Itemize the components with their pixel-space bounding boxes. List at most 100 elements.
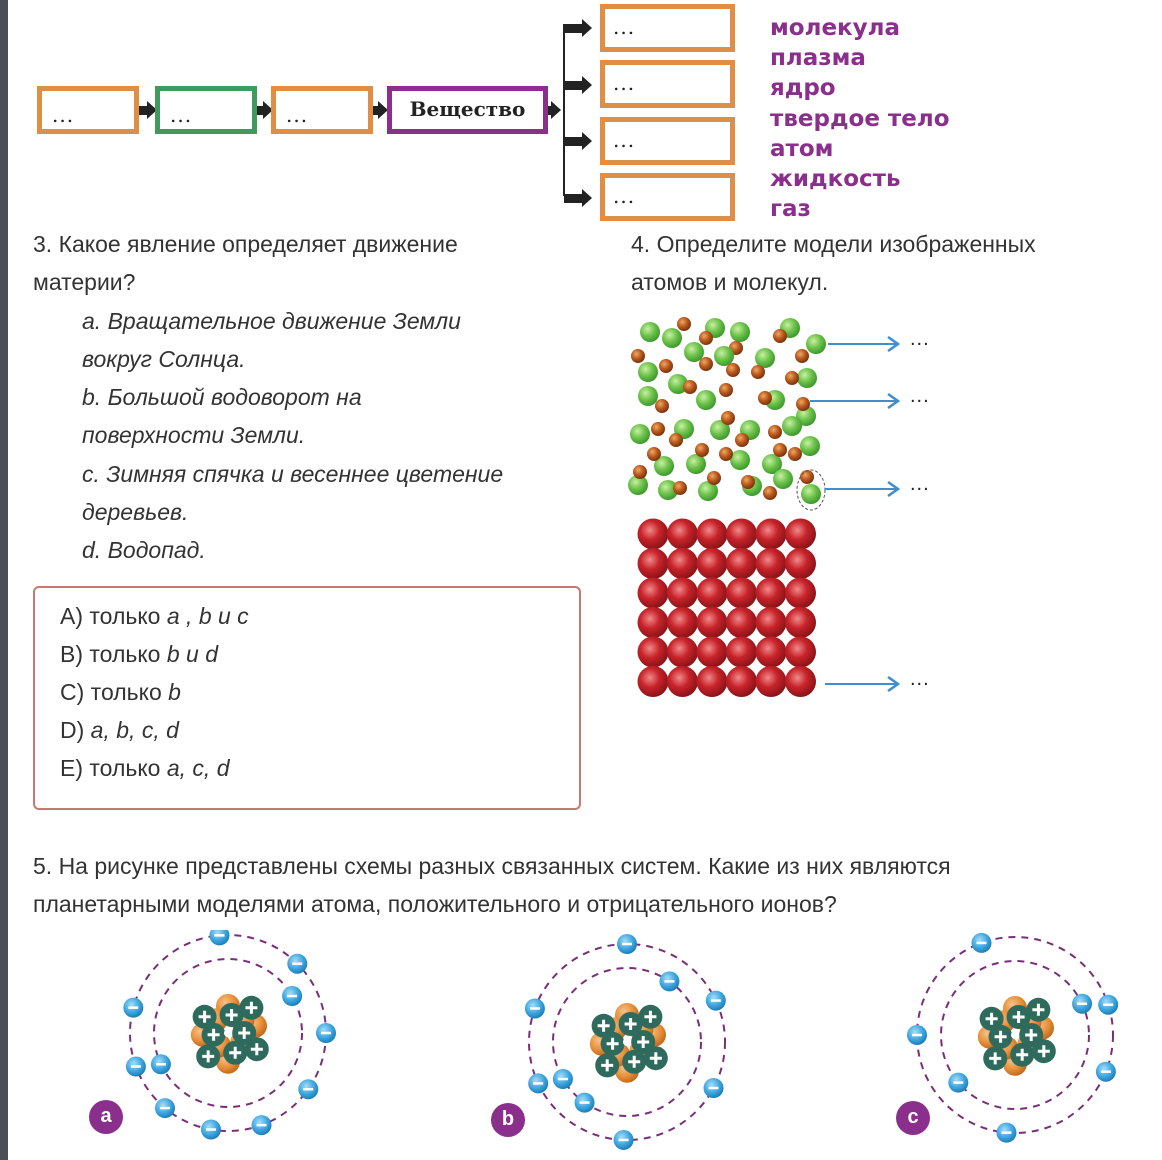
red-atom <box>755 548 787 579</box>
green-atom <box>710 420 730 440</box>
red-atom <box>667 607 698 638</box>
green-atom <box>630 424 650 444</box>
red-atom <box>726 577 757 609</box>
plus-icon <box>994 1030 1007 1043</box>
gas-molecules-group <box>628 317 826 504</box>
plus-icon <box>1025 1029 1038 1041</box>
arrow-right-icon <box>582 19 592 37</box>
green-atom <box>638 386 658 406</box>
plus-icon <box>649 1052 662 1065</box>
answer-vars: a, c, d <box>166 755 230 781</box>
pointer-arrows <box>810 335 901 693</box>
answer-choice-c[interactable]: C) только b <box>60 677 181 707</box>
chain-box-1: ... <box>37 86 139 134</box>
red-atom <box>755 518 787 550</box>
pointer-label-2: ... <box>910 385 930 407</box>
plus-icon <box>1032 1003 1045 1016</box>
answer-choices-box: A) только a , b и c B) только b и d C) т… <box>33 586 581 810</box>
green-atom <box>662 328 682 348</box>
brown-atom <box>726 363 740 377</box>
pointer-label-4: ... <box>910 668 930 690</box>
branch-line <box>563 24 565 196</box>
pointer-arrowhead-icon <box>887 675 901 693</box>
brown-atom <box>669 433 683 447</box>
plus-icon <box>250 1043 263 1056</box>
plus-icon <box>1016 1048 1029 1061</box>
branch-box-label: ... <box>613 128 636 152</box>
green-atom <box>800 436 820 456</box>
brown-atom <box>800 470 814 484</box>
question-5-title-line1: 5. На рисунке представлены схемы разных … <box>33 853 951 879</box>
electron <box>209 930 230 946</box>
brown-atom <box>763 486 777 500</box>
red-atom <box>696 607 728 638</box>
atom-models-figure <box>123 930 1119 1150</box>
answer-choice-b[interactable]: B) только b и d <box>60 639 218 669</box>
red-atom <box>696 666 728 697</box>
arrow-right-icon <box>378 101 388 119</box>
answer-prefix: только <box>89 603 161 629</box>
green-atom <box>782 416 802 436</box>
green-atom <box>640 322 660 342</box>
arrow-right-icon <box>582 76 592 94</box>
red-atom <box>755 636 787 668</box>
branch-box-3: ... <box>600 117 735 165</box>
brown-atom <box>651 422 665 436</box>
brown-atom <box>647 447 661 461</box>
red-atom <box>667 518 698 550</box>
red-atom <box>696 636 728 668</box>
answer-key: C) <box>60 679 85 705</box>
answer-key: D) <box>60 717 85 743</box>
outer-orbit <box>916 936 1114 1134</box>
brown-atom <box>677 317 691 331</box>
green-atom <box>638 362 658 382</box>
green-atom <box>668 374 688 394</box>
plus-icon <box>624 1018 637 1030</box>
answer-choice-e[interactable]: E) только a, c, d <box>60 753 230 783</box>
nucleus-center <box>623 1038 631 1046</box>
plus-icon <box>601 1059 614 1072</box>
plus-icon <box>989 1052 1002 1065</box>
answer-vars: a , b и c <box>166 603 249 629</box>
red-atom <box>667 666 698 697</box>
branch-box-label: ... <box>613 15 636 39</box>
plus-icon <box>1012 1011 1025 1023</box>
red-atom <box>667 636 698 668</box>
nucleus <box>589 1003 668 1083</box>
red-atom <box>637 666 669 697</box>
chain-box-label: ... <box>286 103 309 127</box>
option-text: Водопад. <box>107 537 206 563</box>
red-atom <box>726 607 757 638</box>
atom-model-c <box>907 932 1119 1143</box>
brown-atom <box>773 443 787 457</box>
plus-icon <box>1037 1045 1050 1058</box>
red-atom <box>785 607 816 638</box>
plus-icon <box>637 1036 650 1048</box>
red-atom <box>696 548 728 579</box>
answer-key: A) <box>60 603 83 629</box>
arrow-right-icon <box>582 132 592 150</box>
arrow-right-icon <box>582 189 592 207</box>
option-text: Большой водоворот на <box>107 384 362 410</box>
red-atom <box>637 636 669 668</box>
answer-vars: b <box>168 679 181 705</box>
green-atom <box>796 406 816 426</box>
red-atom <box>637 548 669 579</box>
nucleus-center <box>224 1029 232 1037</box>
plus-icon <box>245 1001 258 1014</box>
brown-atom <box>673 481 687 495</box>
plus-icon <box>198 1010 211 1023</box>
plus-icon <box>229 1046 242 1059</box>
question-3-title-line2: материи? <box>33 269 136 295</box>
arrow-shaft <box>564 194 584 203</box>
plus-icon <box>985 1012 998 1025</box>
answer-choice-d[interactable]: D) a, b, c, d <box>60 715 179 745</box>
pointer-label-1: ... <box>910 328 930 350</box>
term: атом <box>770 135 834 162</box>
red-atom <box>726 636 757 668</box>
green-atom <box>806 334 826 354</box>
term: жидкость <box>770 166 901 193</box>
answer-choice-a[interactable]: A) только a , b и c <box>60 601 249 631</box>
red-atom <box>755 666 787 697</box>
red-atom <box>726 548 757 579</box>
